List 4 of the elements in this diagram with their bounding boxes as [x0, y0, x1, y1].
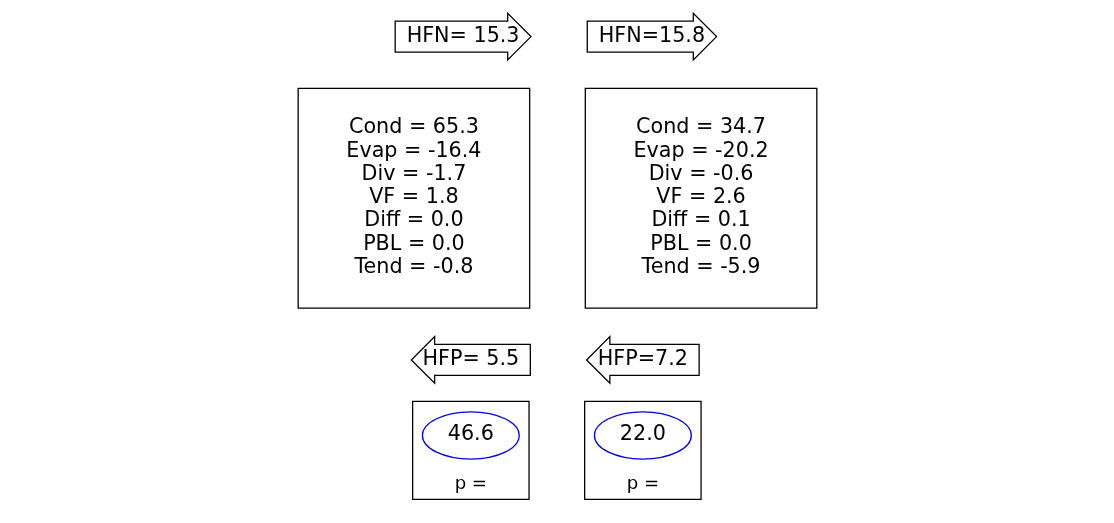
node-box: Cond = 34.7 Evap = -20.2 Div = -0.6 VF = 2.6 Diff = 0.1 PBL = 0.0 Tend = -5.9 — [584, 87, 817, 309]
node-ellipse: 46.6 — [421, 411, 520, 460]
node-ellipse: 22.0 — [593, 411, 692, 460]
node-box: Cond = 65.3 Evap = -16.4 Div = -1.7 VF = 1.8 Diff = 0.0 PBL = 0.0 Tend = -0.8 — [297, 87, 530, 309]
